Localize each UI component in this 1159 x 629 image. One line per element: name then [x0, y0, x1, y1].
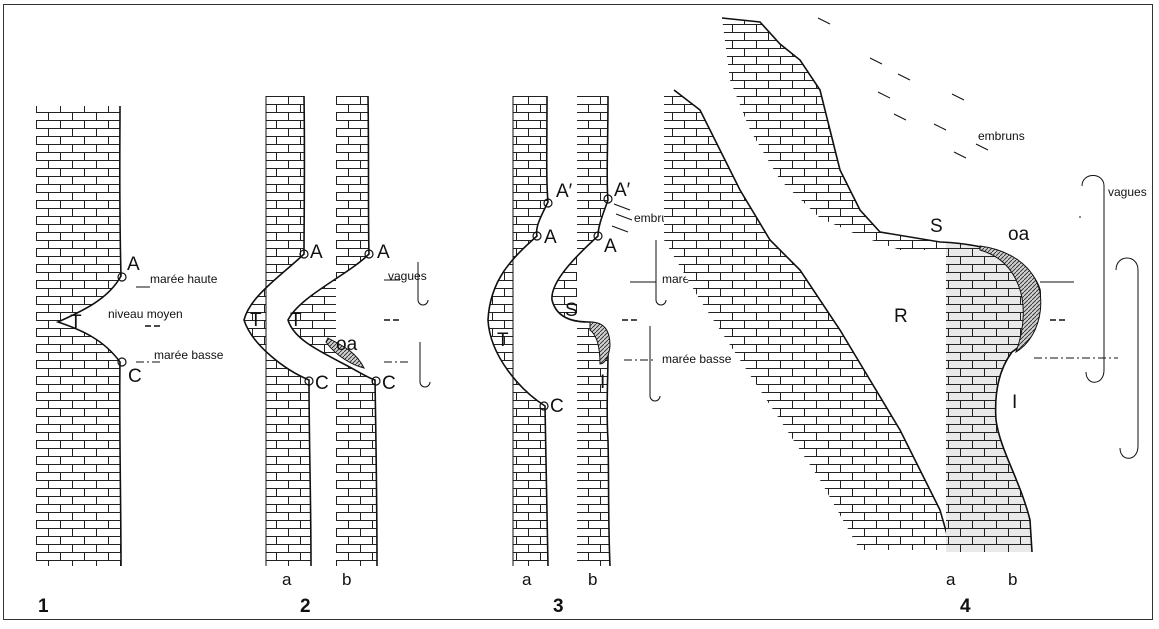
diagram-label: b — [342, 570, 351, 589]
diagram-label: 3 — [553, 596, 564, 617]
diagram-label: A — [544, 227, 557, 248]
panel-1-profile — [55, 105, 122, 567]
level-line — [869, 57, 883, 65]
panel-1: A C T marée haute niveau moyen marée bas… — [36, 105, 224, 617]
level-line — [611, 225, 629, 233]
diagram-label: I — [600, 372, 605, 393]
panel-1-niveau-moyen: niveau moyen — [108, 307, 183, 321]
level-line — [975, 143, 989, 151]
diagram-stroke — [655, 240, 667, 306]
diagram-label: oa — [336, 334, 358, 355]
diagram-stroke — [419, 342, 431, 388]
diagram-label: a — [282, 570, 292, 589]
panel-2a-wall — [244, 96, 311, 566]
diagram-stroke — [417, 262, 429, 306]
diagram-stroke — [649, 326, 661, 402]
panel-1-point-c-marker — [117, 357, 127, 367]
diagram-label: R — [894, 306, 908, 327]
diagram-label: S — [565, 300, 578, 321]
diagram-stroke — [551, 95, 611, 567]
panel-4b-wall-upper — [722, 18, 960, 250]
figure-frame — [3, 4, 1153, 620]
panel-2-oa-deposit — [325, 337, 365, 369]
diagram-label: T — [250, 310, 262, 331]
diagram-label: vagues — [1108, 185, 1147, 199]
panel-1-wall — [36, 106, 121, 566]
diagram-label: b — [1008, 570, 1017, 589]
diagram-label: b — [588, 570, 597, 589]
point-marker — [532, 231, 542, 241]
diagram-label: I — [1012, 392, 1017, 413]
diagram-label: A′ — [556, 181, 573, 202]
level-line — [933, 123, 947, 131]
panel-1-maree-haute: marée haute — [150, 272, 218, 286]
panel-4: embruns S oa R I vagues a b 4 — [664, 17, 1147, 617]
panel-2b-wall — [288, 96, 377, 566]
panel-4b-wall-lower — [940, 242, 1041, 552]
level-line — [951, 93, 965, 101]
diagram-label: 2 — [300, 596, 311, 617]
diagram-label: T — [290, 310, 302, 331]
diagram-stroke — [243, 95, 312, 567]
diagram-stroke — [488, 96, 548, 566]
diagram-stroke — [287, 95, 378, 567]
diagram-label: C — [550, 396, 564, 417]
point-marker — [539, 401, 549, 411]
point-marker — [593, 231, 603, 241]
panel-4a-wall — [664, 90, 950, 550]
panel-1-label-t: T — [70, 312, 82, 333]
diagram-label: A — [604, 236, 617, 257]
point-marker — [304, 376, 314, 386]
panel-3-spray-arrows — [611, 203, 633, 233]
level-line — [893, 113, 907, 121]
point-marker — [299, 249, 309, 259]
diagram-label: C — [315, 373, 329, 394]
diagram-label: embruns — [978, 129, 1025, 143]
diagram-label: 4 — [960, 596, 971, 617]
point-marker — [371, 376, 381, 386]
level-line — [953, 151, 967, 159]
panel-1-label-a: A — [127, 254, 140, 275]
panel-1-maree-basse: marée basse — [154, 348, 224, 362]
level-line — [897, 73, 911, 81]
point-marker — [364, 249, 374, 259]
point-marker — [603, 194, 613, 204]
diagram-stroke — [1081, 175, 1105, 383]
panel-3-deposit — [589, 321, 611, 365]
diagram-label: T — [497, 330, 509, 351]
diagram-label: A — [310, 242, 323, 263]
level-line — [615, 213, 633, 221]
level-line — [613, 203, 631, 211]
diagram-label: a — [522, 570, 532, 589]
panel-4-oa-deposit — [979, 245, 1042, 354]
diagram-label: a — [946, 570, 956, 589]
diagram-label: C — [382, 373, 396, 394]
diagram-stroke — [673, 89, 951, 546]
point-marker — [543, 198, 553, 208]
diagram-label: A′ — [614, 180, 631, 201]
panel-2: A C A C T T oa vagues a b 2 — [243, 95, 431, 617]
diagram-stroke — [487, 95, 549, 567]
diagram-label: vagues — [388, 269, 427, 283]
panel-1-label-c: C — [128, 366, 142, 387]
panel-1-number: 1 — [38, 596, 49, 617]
panel-3: A′ A A′ A C T S I embruns marée haute ma… — [487, 95, 732, 617]
diagram-label: marée basse — [662, 352, 732, 366]
panel-4-spray-arrows — [817, 17, 989, 159]
diagram-stroke — [1115, 257, 1139, 459]
panel-1-point-a-marker — [117, 272, 127, 282]
diagram-label: oa — [1008, 224, 1030, 245]
diagram-label: S — [930, 216, 943, 237]
diagram-label: A — [377, 242, 390, 263]
level-line — [817, 17, 831, 25]
diagram-stroke — [551, 96, 610, 566]
level-line — [877, 91, 891, 99]
